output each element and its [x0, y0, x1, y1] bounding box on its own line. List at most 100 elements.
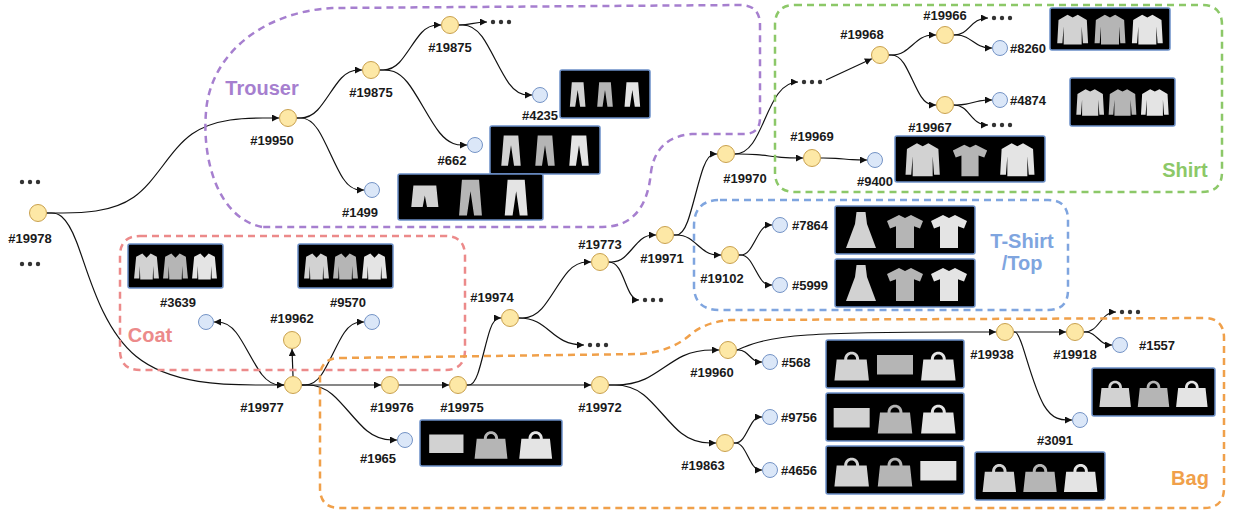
garment-image — [878, 405, 913, 434]
node-id-label: #19969 — [789, 129, 834, 144]
node-label-holder: #1965 — [359, 451, 397, 466]
garment-image — [887, 215, 923, 248]
node-label-holder: #19102 — [699, 271, 744, 286]
image-thumbnail — [1050, 8, 1170, 50]
image-thumbnail — [1070, 78, 1175, 126]
tree-edge — [889, 35, 936, 55]
cluster-node: #19978 — [29, 204, 47, 222]
node-label-holder: #19875 — [427, 40, 472, 55]
cluster-node: #19970 — [717, 145, 735, 163]
cluster-node: #19938 — [996, 323, 1014, 341]
cluster-node: #19974 — [501, 309, 519, 327]
ellipsis-dot — [1136, 310, 1140, 314]
ellipsis-dot — [20, 262, 24, 266]
garment-image — [1095, 15, 1126, 45]
cluster-node: #19962 — [283, 331, 301, 349]
ellipsis-dot — [1000, 123, 1004, 127]
ellipsis-dot — [596, 343, 600, 347]
garment-image — [834, 408, 870, 428]
node-label-holder: #19976 — [369, 400, 414, 415]
region-label-holder: T-Shirt /Top — [982, 230, 1062, 274]
ellipsis-dot — [588, 343, 592, 347]
node-id-label: #19962 — [269, 311, 314, 326]
node-label-holder: #9756 — [780, 410, 818, 425]
region-outline-path — [694, 200, 1068, 310]
node-label-holder: #19967 — [907, 120, 952, 135]
thumbnail-frame — [835, 259, 975, 307]
node-id-label: #7864 — [791, 218, 829, 233]
image-thumbnail — [1092, 368, 1215, 416]
class-label: Shirt — [1162, 159, 1208, 181]
garment-image — [846, 212, 876, 248]
node-label-holder: #19974 — [469, 290, 514, 305]
node-id-label: #19977 — [239, 400, 284, 415]
garment-image — [921, 405, 956, 434]
tree-edge — [954, 100, 992, 105]
node-id-label: #4656 — [780, 463, 818, 478]
tree-edge — [380, 70, 467, 145]
garment-image — [906, 143, 940, 176]
class-region: T-Shirt /Top #19102 #7864 #5999 — [690, 196, 1072, 314]
leaf-node: #3639 — [198, 314, 214, 330]
tree-edge — [674, 154, 717, 235]
node-label-holder: #4874 — [1009, 93, 1047, 108]
node-id-label: #19967 — [907, 120, 952, 135]
garment-image — [501, 135, 520, 165]
node-id-label: #19975 — [439, 400, 484, 415]
ellipsis-dot — [28, 180, 32, 184]
image-thumbnail — [490, 126, 600, 174]
class-label: Coat — [128, 324, 172, 346]
garment-image — [163, 254, 188, 280]
leaf-node: #1499 — [364, 182, 380, 198]
garment-image — [1099, 381, 1130, 407]
elided-branch-layer — [20, 16, 1140, 347]
node-label-holder: #19975 — [439, 400, 484, 415]
tree-edge — [519, 262, 591, 318]
thumbnail-frame — [298, 244, 393, 288]
node-id-label: #19875 — [348, 85, 393, 100]
node-label-holder: #19950 — [249, 133, 294, 148]
node-label-holder: #19773 — [577, 237, 622, 252]
cluster-node: #19875 — [362, 61, 380, 79]
garment-image — [362, 254, 387, 280]
node-label-holder: #19960 — [689, 365, 734, 380]
class-region: Bag#1965#19976#19975#19972#19960#568#198… — [315, 314, 1229, 512]
ellipsis-dot — [1008, 123, 1012, 127]
garment-image — [569, 135, 588, 165]
garment-image — [1138, 381, 1169, 407]
tree-edge — [467, 384, 591, 385]
tree-edge — [1014, 331, 1066, 332]
image-thumbnail — [835, 206, 975, 254]
node-label-holder: #19971 — [639, 251, 684, 266]
node-label-holder: #19918 — [1052, 347, 1097, 362]
garment-image — [519, 431, 552, 459]
node-id-label: #19960 — [689, 365, 734, 380]
thumbnail-frame — [420, 420, 562, 466]
node-label-holder: #19938 — [969, 347, 1014, 362]
node-id-label: #3091 — [1036, 433, 1074, 448]
node-id-label: #19773 — [577, 237, 622, 252]
node-label-holder: #19972 — [577, 400, 622, 415]
node-label-holder: #19966 — [922, 8, 967, 23]
garment-image — [920, 461, 956, 481]
node-id-label: #3639 — [159, 295, 197, 310]
node-label-holder: #19970 — [722, 171, 767, 186]
node-id-label: #19976 — [369, 400, 414, 415]
garment-image — [1176, 381, 1207, 407]
node-label-holder: #5999 — [791, 278, 829, 293]
node-id-label: #19968 — [839, 27, 884, 42]
garment-image — [1023, 464, 1056, 492]
leaf-node: #5999 — [772, 277, 788, 293]
ellipsis-dot — [802, 80, 806, 84]
garment-image — [459, 180, 482, 216]
class-region: Shirt#19969#9400#19968#19966#19967#8260#… — [771, 1, 1226, 196]
thumbnail-frame — [398, 174, 543, 220]
node-id-label: #19966 — [922, 8, 967, 23]
tree-edge — [1084, 332, 1112, 345]
class-label: Bag — [1171, 467, 1209, 489]
thumbnail-frame — [975, 452, 1105, 500]
image-thumbnail — [826, 446, 964, 494]
thumbnail-frame — [490, 126, 600, 174]
node-id-label: #1557 — [1138, 338, 1176, 353]
